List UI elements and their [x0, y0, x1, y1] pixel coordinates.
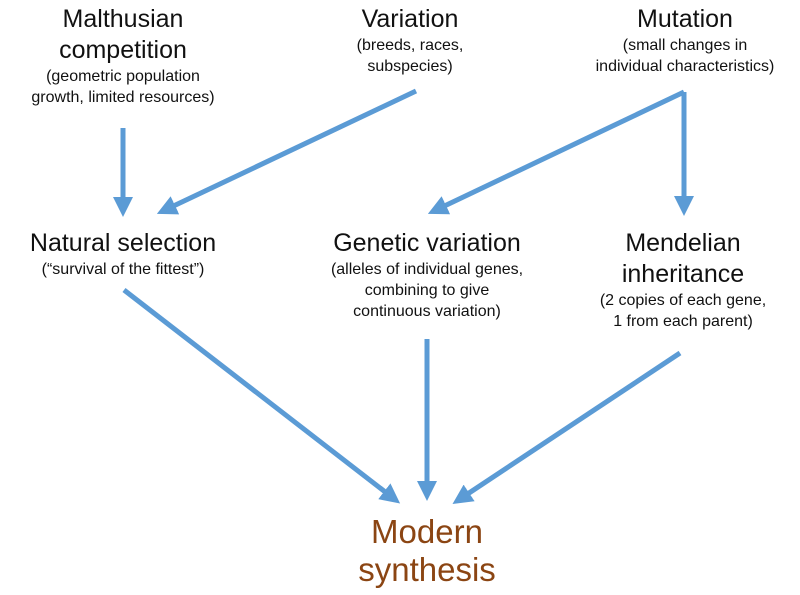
node-subtitle: continuous variation): [353, 303, 501, 320]
node-subtitle: (breeds, races,: [356, 37, 464, 54]
node-malthusian-competition: Malthusian competition (geometric popula…: [0, 4, 246, 108]
edge-mendelian-to-modern-synthesis: [452, 350, 682, 504]
node-subtitle: (geometric population: [46, 68, 200, 85]
node-title: Variation: [361, 5, 459, 33]
node-title: Mutation: [637, 5, 733, 33]
node-title: Genetic variation: [333, 229, 521, 257]
edge-natural-selection-to-modern-synthesis: [122, 288, 401, 504]
node-variation: Variation (breeds, races, subspecies): [310, 4, 510, 77]
node-subtitle: individual characteristics): [595, 58, 775, 75]
node-natural-selection: Natural selection (“survival of the fitt…: [0, 228, 246, 280]
node-title: Natural selection: [29, 229, 217, 257]
node-subtitle: (2 copies of each gene,: [599, 292, 767, 309]
node-subtitle: (alleles of individual genes,: [330, 261, 524, 278]
edge-mutation-to-genetic-variation: [427, 89, 686, 215]
node-subtitle: (small changes in: [622, 37, 748, 54]
node-genetic-variation: Genetic variation (alleles of individual…: [290, 228, 564, 322]
node-title: Modern: [371, 513, 483, 550]
edge-variation-to-natural-selection: [156, 88, 418, 215]
node-mutation: Mutation (small changes in individual ch…: [570, 4, 800, 77]
node-subtitle: 1 from each parent): [613, 313, 753, 330]
node-modern-synthesis: Modern synthesis: [320, 513, 534, 589]
node-title: inheritance: [621, 260, 745, 288]
node-subtitle: combining to give: [364, 282, 490, 299]
node-subtitle: subspecies): [367, 58, 453, 75]
node-title: Malthusian: [62, 5, 184, 33]
node-title: synthesis: [358, 551, 496, 588]
node-mendelian-inheritance: Mendelian inheritance (2 copies of each …: [578, 228, 788, 332]
node-title: Mendelian: [625, 229, 741, 257]
node-title: competition: [59, 36, 187, 64]
node-subtitle: growth, limited resources): [31, 89, 215, 106]
node-subtitle: (“survival of the fittest”): [41, 261, 205, 278]
